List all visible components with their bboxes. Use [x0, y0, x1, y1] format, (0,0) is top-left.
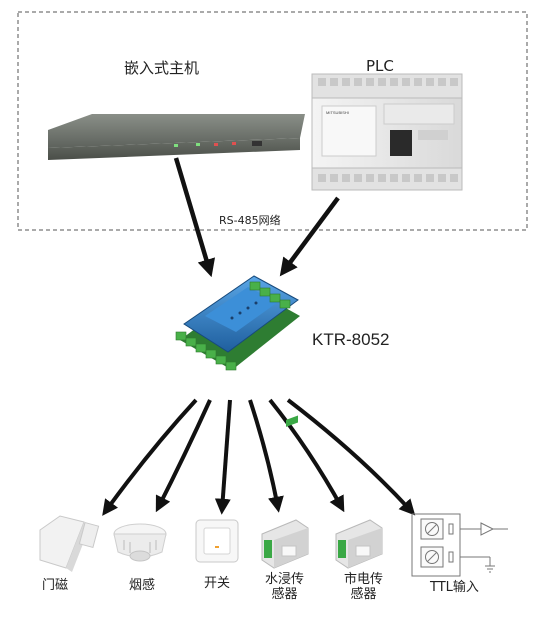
ttl-input-icon: [411, 513, 508, 577]
control-network-boundary: [17, 11, 528, 231]
embedded-host-label: 嵌入式主机: [124, 59, 200, 77]
door-magnet-icon: [39, 515, 100, 572]
water-sensor-icon: [261, 415, 309, 569]
sensor-label-power: 市电传 感器: [344, 572, 384, 602]
device-model-label: KTR-8052: [312, 330, 390, 349]
host-to-device-arrow: [173, 157, 216, 278]
sensor-label-switch: 开关: [204, 576, 231, 591]
arrow-to-smoke-detector: [155, 399, 212, 513]
rs485-network-label: RS-485网络: [219, 214, 281, 227]
arrow-to-water-sensor: [248, 399, 284, 513]
sensor-label-ttl: TTL输入: [430, 580, 479, 595]
sensor-label-water: 水浸传 感器: [265, 572, 305, 602]
ktr-8052-device-icon: [175, 275, 300, 371]
arrow-to-switch: [214, 399, 232, 515]
smoke-detector-icon: [113, 523, 167, 562]
wall-switch-icon: [195, 519, 239, 563]
arrow-to-ttl-input: [286, 398, 416, 516]
sensor-label-door-magnet: 门磁: [42, 578, 69, 593]
plc-brand-text: MITSUBISHI: [326, 110, 349, 115]
plc-icon: [311, 73, 463, 191]
power-sensor-icon: [335, 519, 383, 569]
embedded-host-icon: [48, 114, 305, 160]
plc-to-device-arrow: [279, 196, 340, 277]
plc-label: PLC: [366, 57, 394, 75]
arrow-to-power-sensor: [268, 398, 345, 513]
arrow-to-door-magnet: [102, 398, 198, 516]
sensor-label-smoke-detector: 烟感: [129, 578, 156, 593]
